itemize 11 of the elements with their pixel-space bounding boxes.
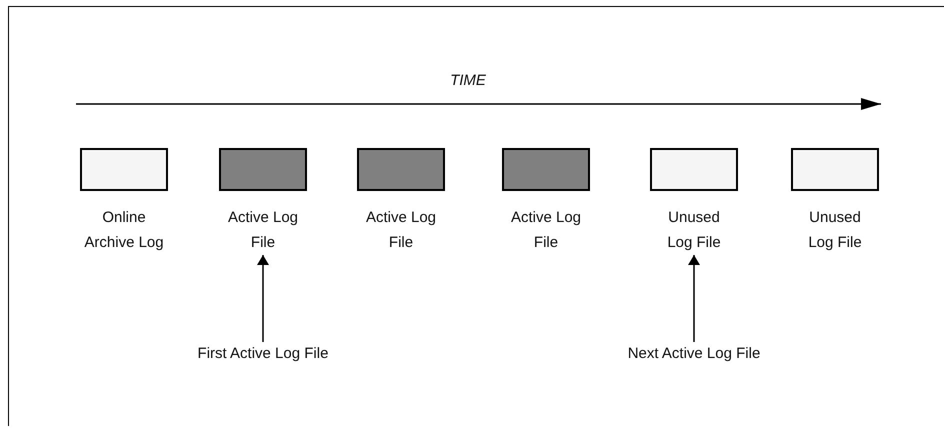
arrow: [688, 255, 700, 342]
callout-text: First Active Log File: [198, 344, 328, 364]
callout-text: Next Active Log File: [628, 344, 760, 364]
node-label: Online Archive Log: [83, 208, 165, 253]
node-label: Unused Log File: [807, 208, 863, 253]
node-label: Active Log File: [510, 208, 582, 253]
arrow: [257, 255, 269, 342]
axis-label: TIME: [449, 72, 487, 90]
node-label: Active Log File: [365, 208, 437, 253]
node-label: Active Log File: [227, 208, 299, 253]
node-label: Unused Log File: [666, 208, 722, 253]
